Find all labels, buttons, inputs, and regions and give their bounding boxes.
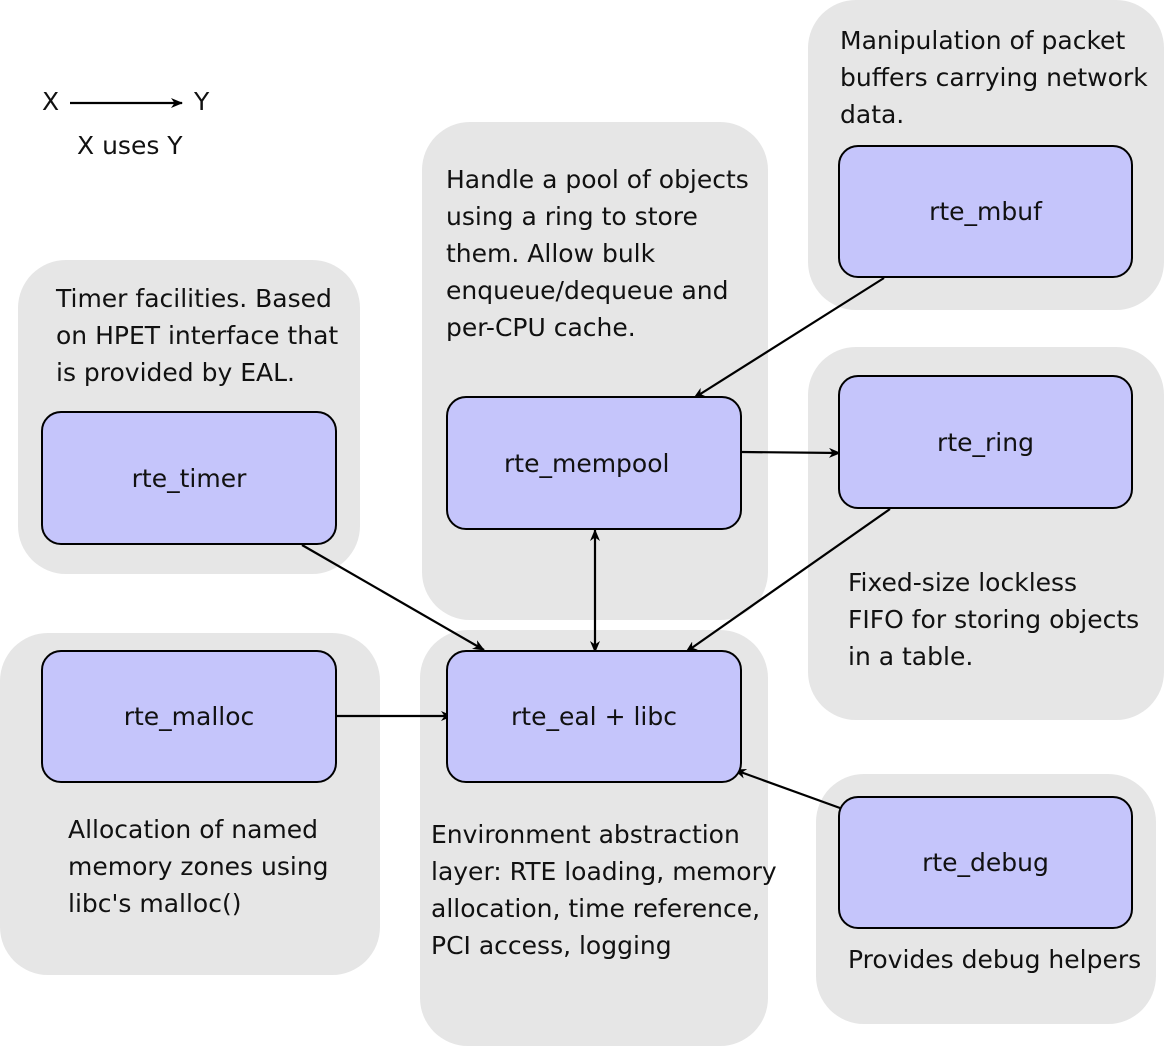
debug-description: Provides debug helpers <box>848 945 1142 974</box>
mbuf-description: Manipulation of packet buffers carrying … <box>840 26 1148 129</box>
edge-mbuf-to-mempool <box>693 277 885 399</box>
node-rte-ring[interactable]: rte_ring <box>838 375 1133 509</box>
mempool-description: Handle a pool of objects using a ring to… <box>446 165 749 342</box>
node-rte-eal-libc-label: rte_eal + libc <box>511 702 677 731</box>
legend-y-label: Y <box>194 87 210 116</box>
node-rte-malloc-label: rte_malloc <box>123 702 255 731</box>
eal-description: Environment abstraction layer: RTE loadi… <box>431 820 777 960</box>
edge-debug-to-eal <box>734 768 841 810</box>
node-rte-timer-label: rte_timer <box>131 463 247 493</box>
legend-caption: X uses Y <box>77 131 183 160</box>
node-rte-mempool[interactable]: rte_mempool <box>446 396 742 530</box>
node-rte-ring-label: rte_ring <box>937 427 1034 457</box>
ring-description: Fixed-size lockless FIFO for storing obj… <box>848 568 1140 671</box>
edge-mempool-to-ring <box>741 447 841 458</box>
edge-ring-to-eal <box>685 508 891 653</box>
node-rte-debug-label: rte_debug <box>922 848 1049 877</box>
node-rte-malloc[interactable]: rte_malloc <box>41 650 337 783</box>
timer-description: Timer facilities. Based on HPET interfac… <box>56 284 339 387</box>
node-rte-mempool-label: rte_mempool <box>504 448 670 478</box>
node-rte-mbuf[interactable]: rte_mbuf <box>838 145 1133 278</box>
legend-x-label: X <box>42 87 60 116</box>
node-rte-eal-libc[interactable]: rte_eal + libc <box>446 650 742 783</box>
node-rte-debug[interactable]: rte_debug <box>838 796 1133 929</box>
malloc-description: Allocation of named memory zones using l… <box>68 815 329 918</box>
edge-timer-to-eal <box>301 544 485 651</box>
node-rte-timer[interactable]: rte_timer <box>41 411 337 545</box>
node-rte-mbuf-label: rte_mbuf <box>929 197 1042 226</box>
